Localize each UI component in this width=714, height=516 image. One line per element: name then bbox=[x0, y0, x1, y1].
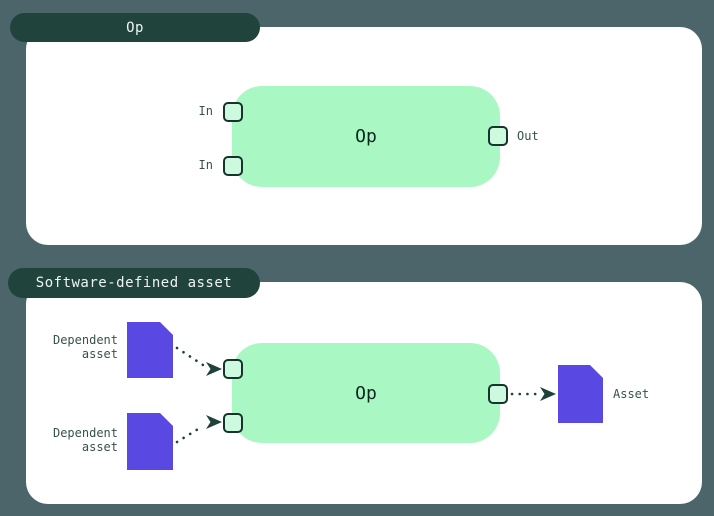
asset-doc-icon bbox=[558, 365, 603, 423]
dependent-asset-doc-icon-2 bbox=[127, 413, 173, 470]
sda-input-handle-2 bbox=[223, 413, 243, 433]
sda-op-node-label: Op bbox=[355, 382, 377, 404]
op-node-label: Op bbox=[355, 126, 377, 147]
sda-tab-label: Software-defined asset bbox=[35, 275, 233, 291]
dependent-asset-doc-icon-1 bbox=[127, 322, 173, 378]
sda-op-node: Op bbox=[232, 343, 500, 443]
sda-output-handle bbox=[488, 384, 508, 404]
sda-input-handle-1 bbox=[223, 359, 243, 379]
sda-tab: Software-defined asset bbox=[8, 268, 260, 298]
input-handle-1 bbox=[223, 102, 243, 122]
output-handle bbox=[488, 126, 508, 146]
input-label-1: In bbox=[198, 104, 213, 118]
asset-label: Asset bbox=[613, 387, 650, 401]
input-label-2: In bbox=[198, 158, 213, 172]
dependent-asset-label-1: Dependent asset bbox=[52, 333, 118, 361]
op-tab-label: Op bbox=[126, 19, 144, 36]
input-handle-2 bbox=[223, 156, 243, 176]
op-tab: Op bbox=[10, 13, 260, 42]
dependent-asset-label-2: Dependent asset bbox=[52, 426, 118, 454]
output-label: Out bbox=[517, 129, 539, 143]
op-node: Op bbox=[232, 86, 500, 187]
